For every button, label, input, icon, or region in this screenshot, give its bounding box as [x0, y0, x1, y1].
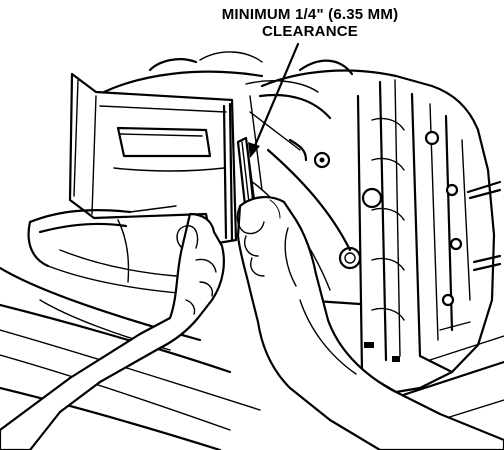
callout-line-2: CLEARANCE	[262, 23, 358, 40]
left-hand	[0, 212, 225, 450]
heat-shield	[68, 72, 238, 246]
right-hand	[236, 196, 504, 450]
clearance-callout-label: MINIMUM 1/4" (6.35 MM) CLEARANCE	[190, 6, 430, 40]
leader-arrow	[248, 42, 300, 158]
transfer-case-housing	[260, 69, 502, 394]
callout-line-1: MINIMUM 1/4" (6.35 MM)	[221, 6, 399, 23]
converter-shroud	[27, 205, 191, 295]
